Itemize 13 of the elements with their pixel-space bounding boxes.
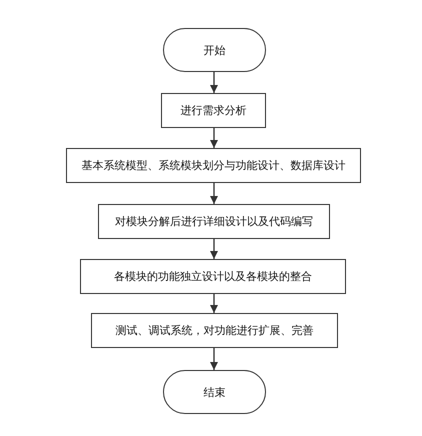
terminal-shape: 开始 — [163, 28, 266, 72]
process-box: 测试、调试系统，对功能进行扩展、完善 — [91, 313, 338, 348]
arrow — [210, 72, 218, 93]
process-box: 进行需求分析 — [161, 93, 266, 128]
arrow — [210, 294, 218, 313]
arrow — [210, 348, 218, 370]
arrow — [210, 128, 218, 148]
process-box: 各模块的功能独立设计以及各模块的整合 — [80, 259, 346, 294]
terminal-shape: 结束 — [163, 370, 266, 414]
arrow — [210, 183, 218, 204]
process-box: 对模块分解后进行详细设计以及代码编写 — [98, 204, 330, 239]
arrow — [210, 239, 218, 259]
process-box: 基本系统模型、系统模块划分与功能设计、数据库设计 — [66, 148, 361, 183]
